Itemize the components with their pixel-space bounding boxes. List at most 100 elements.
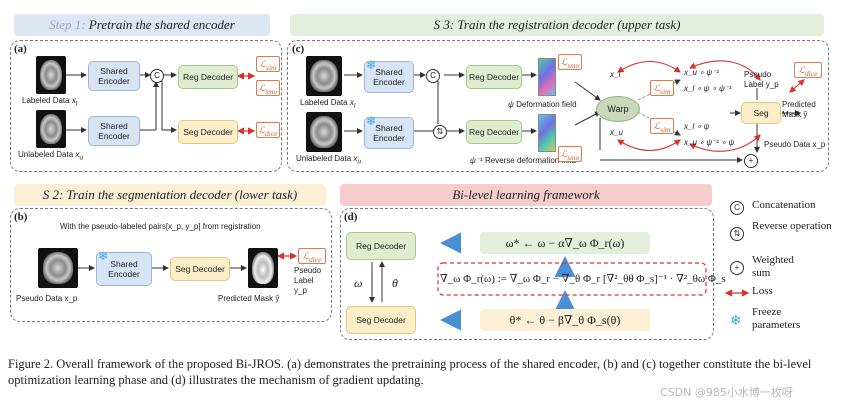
panel-a	[10, 40, 282, 172]
legend-freeze-text: Freeze parameters	[752, 306, 801, 331]
loss-smo-c-bottom-sub: smo	[567, 152, 580, 162]
unlabeled-brain-image-c	[306, 112, 342, 152]
omega-label: ω	[354, 276, 363, 290]
predicted-mask-caption-c: Predicted Mask ŷ	[782, 100, 816, 119]
shared-encoder-a-bottom: Shared Encoder	[88, 116, 140, 146]
loss-smo-a: ℒsmo	[256, 80, 280, 96]
reverse-field-caption: ψ⁻¹ Reverse deformation field	[470, 156, 576, 165]
labeled-data-sub: l	[75, 100, 78, 108]
warp-top1: x_u ∘ ψ⁻¹	[684, 68, 720, 77]
xu-label: x_u	[610, 128, 623, 137]
seg-decoder-b: Seg Decoder	[170, 257, 230, 281]
labeled-data-text: Labeled Data	[22, 96, 70, 105]
loss-dice-b-sub: dice	[308, 254, 322, 264]
labeled-data-text-c: Labeled Data	[300, 98, 348, 107]
reverse-field-text: Reverse deformation field	[484, 156, 577, 165]
loss-dice-c-sub: dice	[804, 68, 818, 78]
loss-dice-b: ℒdice	[298, 248, 326, 264]
unlabeled-data-caption: Unlabeled Data xu	[18, 150, 83, 162]
banner-step1: Step 1: Pretrain the shared encoder	[14, 14, 270, 36]
banner-bilevel: Bi-level learning framework	[340, 184, 712, 206]
panel-c-label: (c)	[292, 43, 305, 55]
concat-icon-a: C	[150, 69, 164, 83]
legend-freeze-icon: ❄	[730, 314, 742, 329]
concat-icon-c: C	[426, 69, 440, 83]
legend-loss-text: Loss	[752, 285, 773, 297]
watermark: CSDN @985小水博一枚呀	[660, 386, 793, 399]
seg-decoder-d: Seg Decoder	[346, 306, 416, 334]
loss-sim-c-bottom: ℒsim	[650, 118, 674, 134]
loss-smo-c-top-sub: smo	[567, 60, 580, 70]
reverse-icon-c: ⇅	[433, 125, 447, 139]
loss-sim-a: ℒsim	[256, 56, 280, 72]
warp-top2: x_l ∘ ψ ∘ ψ⁻¹	[684, 84, 732, 93]
seg-decoder-a: Seg Decoder	[178, 120, 238, 144]
legend-reverse-text: Reverse operation	[752, 220, 832, 232]
pseudo-label-caption-c: Pseudo Label y_p	[744, 70, 779, 89]
reverse-deformation-field-image	[538, 114, 556, 152]
loss-sim-c-top: ℒsim	[650, 80, 674, 96]
legend-concat-text: Concatenation	[752, 199, 816, 211]
labeled-data-caption: Labeled Data xl	[22, 96, 77, 108]
weighted-sum-icon-c: +	[744, 154, 758, 168]
shared-encoder-c-top: Shared Encoder	[364, 61, 414, 93]
unlabeled-brain-image	[36, 110, 66, 148]
unlabeled-data-text-c: Unlabeled Data	[296, 154, 352, 163]
warp-bot1: x_l ∘ ψ	[684, 122, 710, 131]
loss-sim-c-top-sub: sim	[660, 86, 671, 96]
panel-d-label: (d)	[344, 211, 358, 223]
warp-bot2: x_u ∘ ψ⁻¹ ∘ ψ	[684, 138, 735, 147]
deformation-field-image	[538, 58, 556, 96]
unlabeled-data-text: Unlabeled Data	[18, 150, 74, 159]
banner-step1-title: Pretrain the shared encoder	[85, 17, 235, 32]
loss-sim-c-bottom-sub: sim	[660, 124, 671, 134]
unlabeled-data-sub: u	[79, 154, 84, 162]
freeze-icon-c-top: ❄	[366, 58, 377, 72]
shared-encoder-b: Shared Encoder	[96, 252, 152, 286]
equation-omega-update: ω* ← ω − α∇_ω Φ_r(ω)	[480, 232, 650, 254]
legend-sum-icon: +	[730, 261, 744, 275]
banner-s3: S 3: Train the registration decoder (upp…	[290, 14, 824, 36]
panel-b-label: (b)	[14, 211, 28, 223]
loss-sim-a-sub: sim	[266, 62, 277, 72]
unlabeled-data-var: x	[75, 150, 80, 159]
seg-node-c: Seg	[741, 102, 781, 124]
loss-dice-a-sub: dice	[264, 128, 278, 138]
pseudo-brain-image	[38, 248, 78, 288]
reg-decoder-c-bottom: Reg Decoder	[466, 120, 522, 144]
loss-dice-a: ℒdice	[256, 122, 280, 138]
deformation-field-text: Deformation field	[516, 100, 577, 109]
loss-smo-a-sub: smo	[265, 86, 278, 96]
labeled-data-var: x	[71, 96, 76, 105]
labeled-data-caption-c: Labeled Data xl	[300, 98, 356, 110]
banner-s2: S 2: Train the segmentation decoder (low…	[14, 184, 326, 206]
banner-step1-prefix: Step 1:	[49, 17, 86, 32]
loss-dice-c: ℒdice	[794, 62, 822, 78]
unlabeled-data-caption-c: Unlabeled Data xu	[296, 154, 362, 166]
loss-smo-c-top: ℒsmo	[558, 54, 582, 70]
freeze-icon-b: ❄	[98, 249, 109, 263]
predicted-mask-caption-b: Predicted Mask ŷ	[218, 294, 280, 303]
legend-reverse-icon: ⇅	[730, 227, 744, 241]
pseudo-label-caption-b: Pseudo Label y_p	[294, 266, 322, 295]
equation-hypergradient: ∇_ω Φ_r(ω) := ∇_ω Φ_r − ∇_θ Φ_r [∇²_θθ Φ…	[440, 273, 726, 285]
labeled-brain-image	[36, 56, 66, 94]
panel-d	[340, 208, 714, 340]
psi-symbol: ψ	[508, 100, 514, 109]
panel-b-note: With the pseudo-labeled pairs[x_p, y_p] …	[60, 222, 261, 231]
predicted-mask-image	[248, 248, 278, 288]
figure-caption: Figure 2. Overall framework of the propo…	[8, 357, 812, 387]
pseudo-data-caption-c: Pseudo Data x_p	[764, 140, 826, 149]
reg-decoder-a: Reg Decoder	[178, 65, 238, 89]
warp-node: Warp	[596, 96, 640, 122]
pseudo-data-caption-b: Pseudo Data x_p	[16, 294, 78, 303]
deformation-field-caption: ψ Deformation field	[508, 100, 577, 109]
equation-theta-update: θ* ← θ − β∇_θ Φ_s(θ)	[480, 309, 650, 331]
xl-label: x_l	[610, 70, 621, 79]
reg-decoder-d: Reg Decoder	[346, 232, 416, 260]
loss-smo-c-bottom: ℒsmo	[558, 146, 582, 162]
psi-inv-symbol: ψ⁻¹	[470, 156, 483, 165]
labeled-brain-image-c	[306, 56, 342, 96]
shared-encoder-a-top: Shared Encoder	[88, 61, 140, 91]
